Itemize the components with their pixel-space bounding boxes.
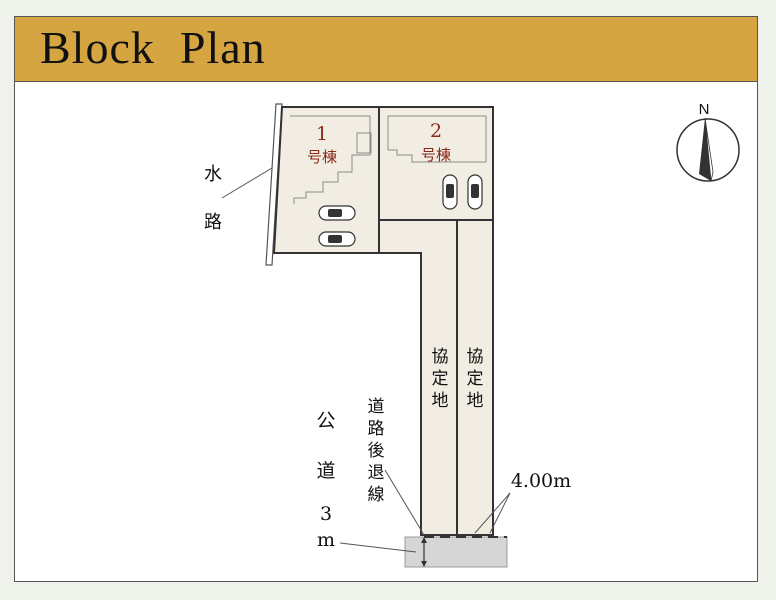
shared-land-1-char-2: 定 xyxy=(432,369,449,389)
car-window xyxy=(446,184,454,198)
page-title: Block Plan xyxy=(40,22,266,73)
waterway-label-2: 路 xyxy=(204,212,222,233)
shared-land-1-char-3: 地 xyxy=(432,391,449,411)
setback-char-3: 後 xyxy=(368,441,385,461)
shared-land-2-char-1: 協 xyxy=(467,347,484,367)
lot-1-label: 号棟 xyxy=(307,148,337,166)
lot-1-parking xyxy=(318,205,356,247)
public-road-width-value: 3 xyxy=(320,503,332,525)
car-window xyxy=(328,235,342,243)
lot-1-number: 1 xyxy=(316,123,328,145)
compass-north-label: N xyxy=(699,101,710,118)
waterway-strip xyxy=(265,103,283,266)
shared-land-2-char-2: 定 xyxy=(467,369,484,389)
setback-char-5: 線 xyxy=(368,485,385,505)
lot-2-number: 2 xyxy=(430,120,442,142)
public-road-char-1: 公 xyxy=(316,410,335,432)
lot-2-label: 号棟 xyxy=(421,146,451,164)
north-compass: N xyxy=(676,101,740,182)
public-road-width-unit: m xyxy=(317,529,335,551)
leader-lines xyxy=(221,167,511,553)
shared-land-strip-2 xyxy=(456,219,494,536)
setback-char-1: 道 xyxy=(368,397,385,417)
lot-2-building-outline xyxy=(387,115,487,163)
setback-char-2: 路 xyxy=(368,419,385,439)
dimension-arrow-down xyxy=(421,561,427,567)
lot-1-building-outline xyxy=(290,115,372,204)
car-window xyxy=(471,184,479,198)
shared-land-2-char-3: 地 xyxy=(467,391,484,411)
shared-width-label: 4.00m xyxy=(511,470,571,492)
public-road xyxy=(404,536,508,568)
dimension-arrow-up xyxy=(421,537,427,543)
car-window xyxy=(328,209,342,217)
shared-land-1-char-1: 協 xyxy=(432,347,449,367)
setback-char-4: 退 xyxy=(368,463,385,483)
compass-needle-icon xyxy=(699,118,711,181)
lot-2-parking xyxy=(442,174,483,210)
header-bar: Block Plan xyxy=(15,17,757,82)
public-road-char-2: 道 xyxy=(316,460,335,482)
compass-needle-light xyxy=(704,117,714,182)
waterway-label-1: 水 xyxy=(204,164,222,185)
